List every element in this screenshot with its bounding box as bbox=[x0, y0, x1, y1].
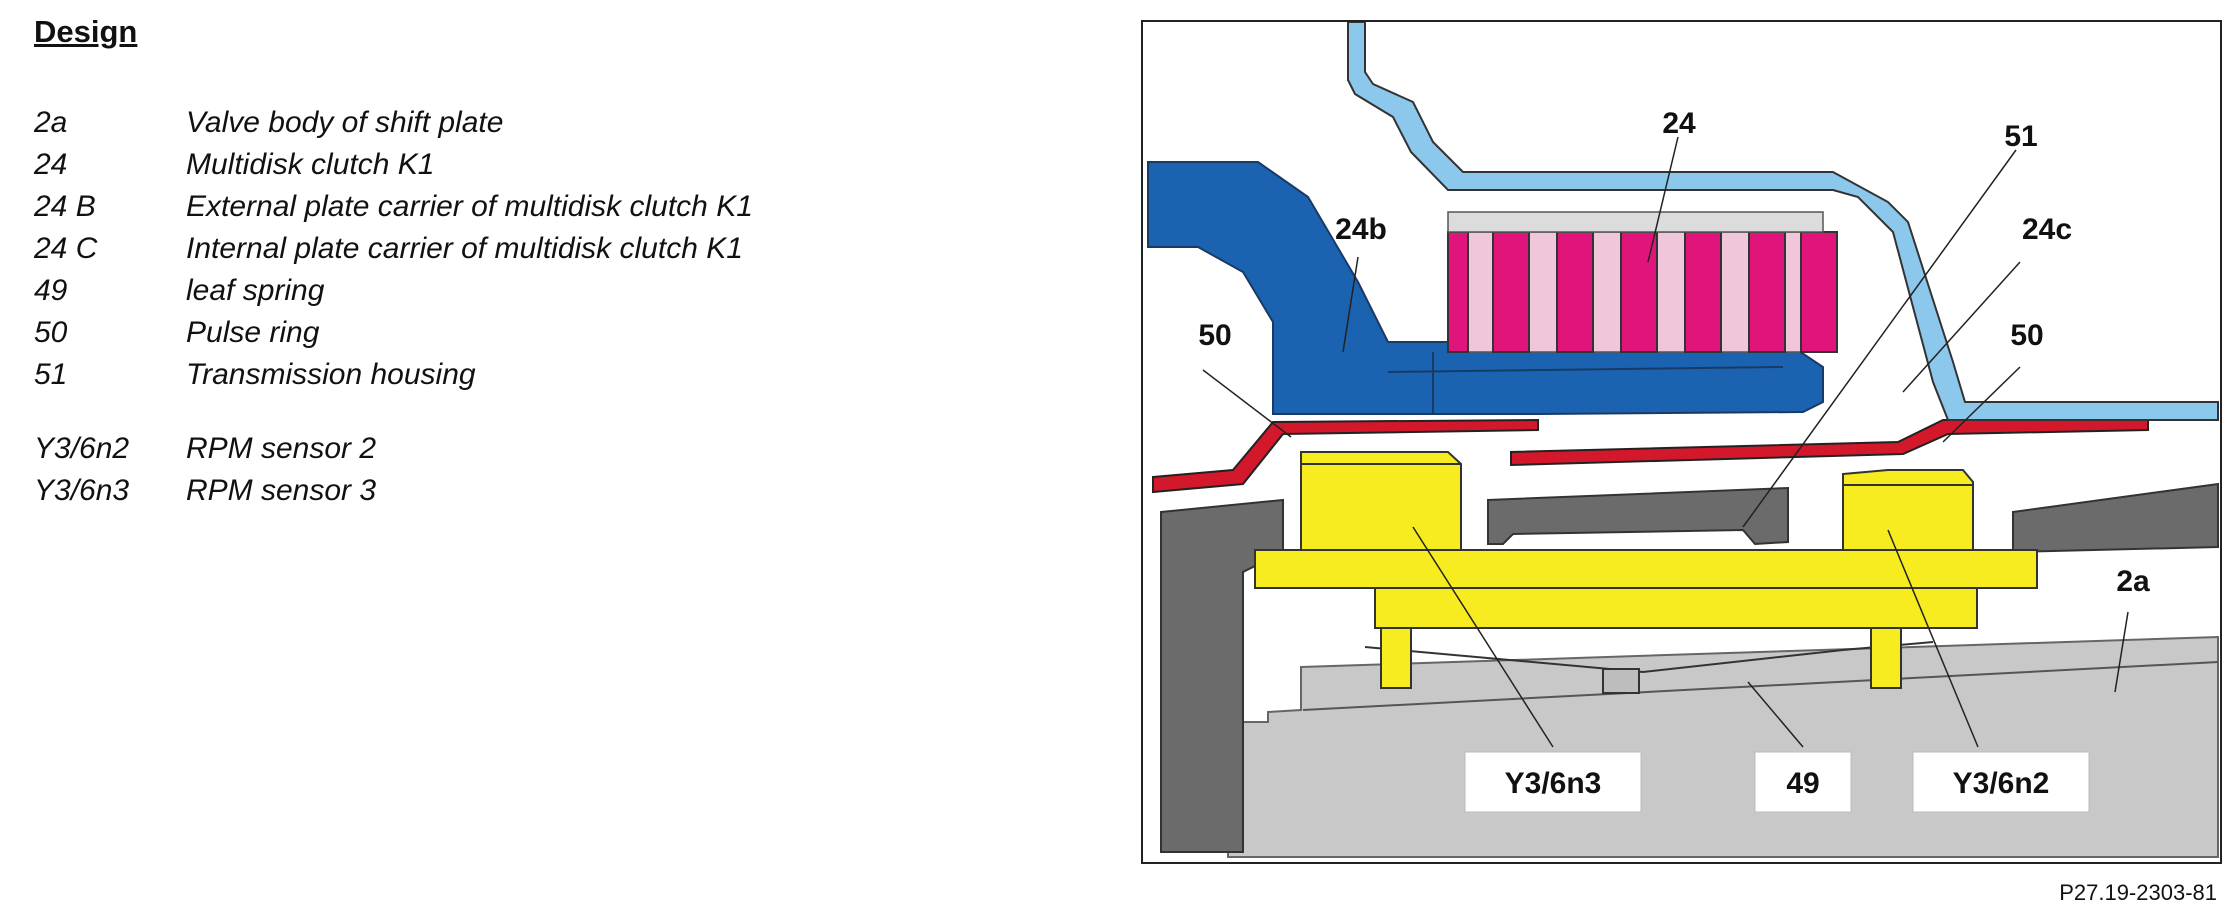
clutch-disk bbox=[1447, 231, 1469, 353]
legend-row: 24 B External plate carrier of multidisk … bbox=[34, 186, 753, 228]
legend-code: 2a bbox=[34, 106, 68, 139]
legend-row: Y3/6n3 RPM sensor 3 bbox=[34, 470, 753, 512]
callout-y3-6n3: Y3/6n3 bbox=[1505, 767, 1602, 800]
internal-plate-carrier-24c bbox=[1347, 22, 2219, 421]
legend-text: Valve body of shift plate bbox=[186, 106, 504, 139]
legend-code: Y3/6n2 bbox=[34, 432, 130, 465]
clutch-spline-bar bbox=[1447, 211, 1824, 233]
legend-text: Internal plate carrier of multidisk clut… bbox=[186, 232, 743, 265]
legend-spacer bbox=[34, 396, 753, 428]
legend-code: 24 C bbox=[34, 232, 98, 265]
clutch-disk bbox=[1800, 231, 1838, 353]
legend-text: Pulse ring bbox=[186, 316, 320, 349]
housing-center-piece bbox=[1487, 486, 1789, 546]
pulse-ring-left bbox=[1152, 418, 1539, 494]
rpm-sensor-y3-6n3-head bbox=[1300, 451, 1462, 553]
legend-code: 50 bbox=[34, 316, 68, 349]
clutch-disk bbox=[1748, 231, 1786, 353]
sensor-pin bbox=[1380, 627, 1412, 689]
housing-right-piece bbox=[2012, 482, 2219, 554]
label-box-y3-6n2 bbox=[1912, 751, 2090, 813]
leader-line bbox=[1202, 369, 1292, 438]
rpm-sensor-y3-6n2-head bbox=[1842, 469, 1974, 558]
legend-row: Y3/6n2 RPM sensor 2 bbox=[34, 428, 753, 470]
legend-text: Multidisk clutch K1 bbox=[186, 148, 435, 181]
callout-2a: 2a bbox=[2116, 565, 2150, 598]
leader-line bbox=[1412, 526, 1554, 748]
figure-reference: P27.19-2303-81 bbox=[2059, 880, 2217, 905]
leader-line bbox=[1647, 136, 1679, 263]
callout-49: 49 bbox=[1786, 767, 1819, 800]
valve-body-edge-line bbox=[1302, 661, 2219, 711]
callout-24b: 24b bbox=[1335, 213, 1387, 246]
pulse-ring-right bbox=[1510, 419, 2149, 467]
legend-text: External plate carrier of multidisk clut… bbox=[186, 190, 753, 223]
leader-line bbox=[2114, 611, 2129, 693]
carrier-inner-line bbox=[1387, 366, 1784, 373]
callout-24c: 24c bbox=[2022, 213, 2072, 246]
legend-row: 24 C Internal plate carrier of multidisk … bbox=[34, 228, 753, 270]
legend-row: 50 Pulse ring bbox=[34, 312, 753, 354]
legend-row: 49 leaf spring bbox=[34, 270, 753, 312]
leader-line bbox=[1887, 529, 1979, 748]
legend-row: 51 Transmission housing bbox=[34, 354, 753, 396]
clutch-disk bbox=[1492, 231, 1530, 353]
legend-row: 24 Multidisk clutch K1 bbox=[34, 144, 753, 186]
callout-50-left: 50 bbox=[1198, 319, 1231, 352]
section-heading: Design bbox=[34, 14, 138, 49]
legend-code: 24 B bbox=[34, 190, 96, 223]
callout-51: 51 bbox=[2004, 120, 2037, 153]
leader-line bbox=[1742, 149, 2017, 528]
callout-24: 24 bbox=[1662, 107, 1696, 140]
legend-code: Y3/6n3 bbox=[34, 474, 130, 507]
legend-text: leaf spring bbox=[186, 274, 325, 307]
leaf-spring-clip bbox=[1602, 668, 1640, 694]
legend-code: 49 bbox=[34, 274, 68, 307]
label-box-y3-6n3 bbox=[1464, 751, 1642, 813]
legend-code: 51 bbox=[34, 358, 68, 391]
sensor-mounting-plate bbox=[1254, 549, 2038, 589]
housing-left-wall bbox=[1160, 498, 1284, 853]
callout-y3-6n2: Y3/6n2 bbox=[1953, 767, 2050, 800]
cross-section-diagram: 24 51 24b 24c 50 50 2a Y3/6n3 49 Y3/6n2 bbox=[1141, 20, 2222, 864]
leader-line bbox=[1342, 256, 1359, 353]
leader-line bbox=[1747, 681, 1804, 748]
legend: 2a Valve body of shift plate 24 Multidisk … bbox=[34, 102, 753, 512]
label-box-49 bbox=[1754, 751, 1852, 813]
legend-text: RPM sensor 3 bbox=[186, 474, 377, 507]
callout-50-right: 50 bbox=[2010, 319, 2043, 352]
legend-text: Transmission housing bbox=[186, 358, 476, 391]
sensor-pin bbox=[1870, 627, 1902, 689]
legend-row: 2a Valve body of shift plate bbox=[34, 102, 753, 144]
leader-line bbox=[1902, 261, 2021, 393]
clutch-disk bbox=[1556, 231, 1594, 353]
sensor-mounting-lower bbox=[1374, 587, 1978, 629]
legend-code: 24 bbox=[34, 148, 68, 181]
diagram-svg: 24 51 24b 24c 50 50 2a Y3/6n3 49 Y3/6n2 bbox=[1147, 22, 2219, 858]
clutch-disk bbox=[1684, 231, 1722, 353]
leader-line bbox=[1942, 366, 2021, 443]
legend-text: RPM sensor 2 bbox=[186, 432, 377, 465]
